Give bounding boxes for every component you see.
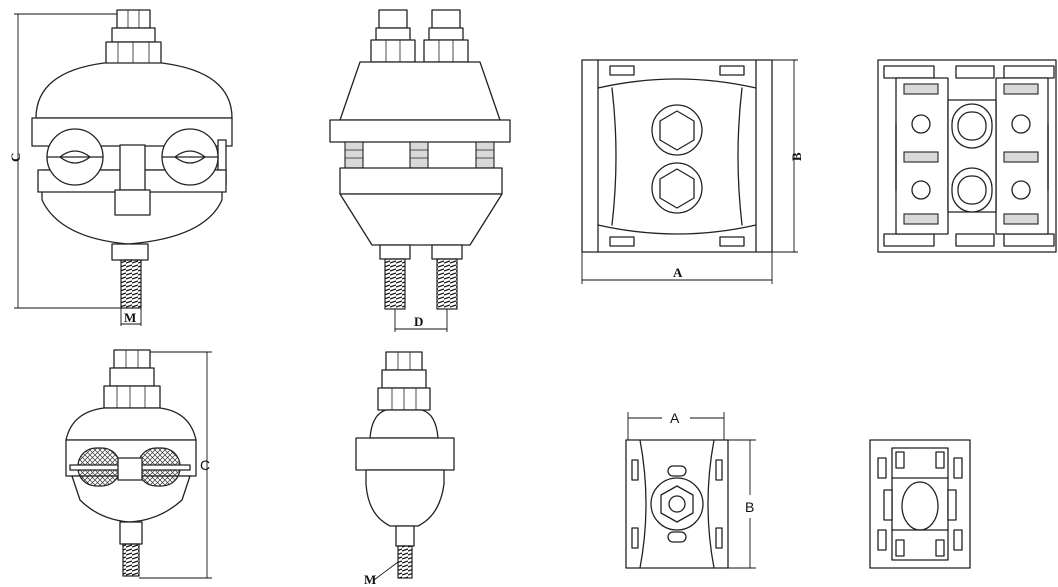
small-bottom-view [869, 439, 971, 569]
small-bottom-slot [901, 481, 939, 531]
side-lower-cap [339, 193, 503, 246]
small-top-view: A B [625, 410, 756, 569]
label-b: B [789, 152, 804, 161]
large-front-view: C M [8, 9, 233, 326]
side-upper-plate [329, 119, 511, 143]
base-nut [105, 41, 162, 65]
small-label-c: C [200, 457, 210, 473]
top-nut-right [431, 9, 461, 29]
small-label-a: A [670, 410, 680, 426]
small-upper-housing [65, 407, 197, 441]
small-label-b: B [745, 499, 754, 515]
small-label-m: M [364, 572, 376, 587]
top-nut-left [378, 9, 408, 29]
large-bottom-view [877, 59, 1057, 253]
label-a: A [673, 265, 683, 280]
small-side-plate [355, 437, 455, 471]
stud-left [384, 258, 406, 310]
upper-housing [35, 62, 233, 119]
label-m: M [124, 310, 136, 325]
centre-wedge [119, 144, 146, 191]
stud-right [436, 258, 458, 310]
threaded-stud [120, 259, 142, 309]
top-nut [116, 9, 151, 29]
label-c: C [8, 153, 23, 162]
top-outline [581, 59, 773, 253]
small-side-view: M [355, 351, 455, 587]
large-side-view: D [329, 9, 511, 332]
small-front-view: C [65, 349, 212, 579]
label-d: D [414, 314, 423, 329]
side-upper-cap [339, 61, 501, 121]
side-lower-plate [339, 167, 503, 195]
bottom-nut [111, 243, 149, 261]
large-top-view: B A [581, 59, 804, 284]
mid-nut [111, 27, 156, 43]
